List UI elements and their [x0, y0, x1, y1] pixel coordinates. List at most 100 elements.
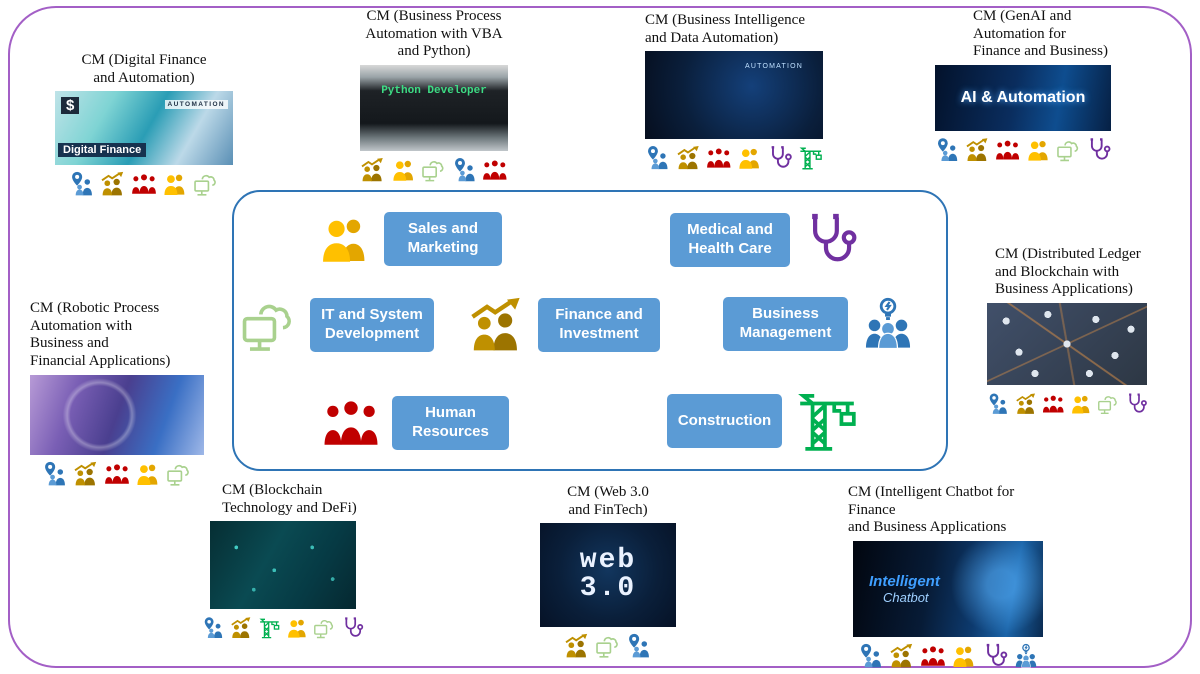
domains-panel: Sales and Marketing Medical and Health C… [232, 190, 948, 471]
business-blue-icon [1013, 643, 1039, 669]
stethoscope-purple-icon [982, 643, 1008, 669]
crane-green-icon [798, 145, 824, 171]
location-blue-icon [987, 391, 1010, 417]
location-blue-icon [452, 157, 478, 183]
module-title: CM (Robotic Process Automation with Busi… [30, 300, 171, 370]
domain-box-sales-and-marketing: Sales and Marketing [384, 212, 502, 266]
domain-human-resources: Human Resources [322, 394, 509, 452]
image-text: Chatbot [883, 590, 929, 606]
image-text: AI & Automation [960, 89, 1086, 107]
domain-box-business-management: Business Management [723, 297, 848, 351]
domain-finance-and-investment: Finance and Investment [468, 296, 660, 354]
module-domain-icons [55, 171, 233, 197]
stethoscope-purple-icon [1086, 137, 1111, 163]
people-red-icon [1042, 391, 1065, 417]
stethoscope-purple-icon [341, 615, 364, 641]
module-title: CM (Business Intelligence and Data Autom… [645, 12, 805, 46]
people-red-icon [104, 461, 130, 487]
location-blue-icon [645, 145, 671, 171]
stethoscope-purple-icon [767, 145, 793, 171]
course-module-card: CM (Intelligent Chatbot for Finance and … [842, 484, 1054, 669]
module-image [210, 521, 356, 610]
image-text: 3.0 [579, 572, 637, 604]
people-yellow-icon [737, 145, 763, 171]
location-blue-icon [69, 171, 95, 197]
module-title: CM (Digital Finance and Automation) [81, 52, 207, 86]
domain-box-human-resources: Human Resources [392, 396, 509, 450]
finance-gold-icon [1015, 391, 1038, 417]
stethoscope-purple-icon [802, 212, 858, 268]
domain-sales-and-marketing: Sales and Marketing [318, 212, 502, 266]
course-module-card: CM (Robotic Process Automation with Busi… [30, 300, 204, 487]
course-module-card: CM (Digital Finance and Automation) Digi… [55, 52, 233, 197]
location-blue-icon [935, 137, 960, 163]
stethoscope-purple-icon [1125, 391, 1148, 417]
finance-gold-icon [468, 296, 526, 354]
computer-green-icon [240, 296, 298, 354]
location-blue-icon [42, 461, 68, 487]
module-domain-icons [202, 615, 364, 641]
people-red-icon [131, 171, 157, 197]
module-domain-icons [935, 137, 1111, 163]
people-yellow-icon [951, 643, 977, 669]
image-text: Digital Finance [58, 143, 147, 158]
course-module-card: CM (GenAI and Automation for Finance and… [935, 8, 1111, 163]
module-image: Python Developer [360, 65, 508, 152]
people-yellow-icon [318, 212, 372, 266]
people-red-icon [482, 157, 508, 183]
module-domain-icons [645, 145, 823, 171]
module-domain-icons [360, 157, 508, 183]
computer-green-icon [1056, 137, 1081, 163]
people-yellow-icon [1070, 391, 1093, 417]
finance-gold-icon [564, 633, 590, 659]
module-image [30, 374, 204, 455]
image-text: Python Developer [381, 85, 487, 98]
domain-construction: Construction [667, 388, 860, 454]
location-blue-icon [626, 633, 652, 659]
module-image: AUTOMATION [645, 51, 823, 140]
computer-green-icon [193, 171, 219, 197]
domain-it-and-system-development: IT and System Development [240, 296, 434, 354]
domain-box-construction: Construction [667, 394, 782, 448]
crane-green-icon [794, 388, 860, 454]
outer-frame [8, 6, 1192, 668]
business-blue-icon [860, 296, 916, 352]
domain-box-finance-and-investment: Finance and Investment [538, 298, 660, 352]
people-yellow-icon [135, 461, 161, 487]
computer-green-icon [1097, 391, 1120, 417]
people-yellow-icon [391, 157, 417, 183]
domain-medical-and-health-care: Medical and Health Care [670, 212, 858, 268]
people-red-icon [322, 394, 380, 452]
people-yellow-icon [162, 171, 188, 197]
module-title: CM (Business Process Automation with VBA… [365, 8, 503, 60]
course-module-card: CM (Blockchain Technology and DeFi) [202, 482, 364, 641]
module-domain-icons [987, 391, 1147, 417]
crane-green-icon [258, 615, 281, 641]
domain-box-medical-and-health-care: Medical and Health Care [670, 213, 790, 267]
computer-green-icon [313, 615, 336, 641]
image-text: AUTOMATION [164, 100, 228, 110]
module-image: AI & Automation [935, 65, 1111, 132]
people-red-icon [995, 137, 1020, 163]
module-domain-icons [30, 461, 204, 487]
module-title: CM (GenAI and Automation for Finance and… [973, 8, 1108, 60]
finance-gold-icon [100, 171, 126, 197]
people-red-icon [920, 643, 946, 669]
domain-business-management: Business Management [723, 296, 916, 352]
image-text: Intelligent [869, 573, 940, 591]
location-blue-icon [202, 615, 225, 641]
module-title: CM (Web 3.0 and FinTech) [567, 484, 649, 518]
module-title: CM (Blockchain Technology and DeFi) [222, 482, 357, 516]
finance-gold-icon [676, 145, 702, 171]
module-title: CM (Distributed Ledger and Blockchain wi… [995, 246, 1141, 298]
course-module-card: CM (Business Intelligence and Data Autom… [645, 12, 823, 171]
image-text: AUTOMATION [744, 63, 803, 71]
people-red-icon [706, 145, 732, 171]
course-module-card: CM (Distributed Ledger and Blockchain wi… [987, 246, 1147, 417]
image-text: $ [61, 97, 80, 115]
